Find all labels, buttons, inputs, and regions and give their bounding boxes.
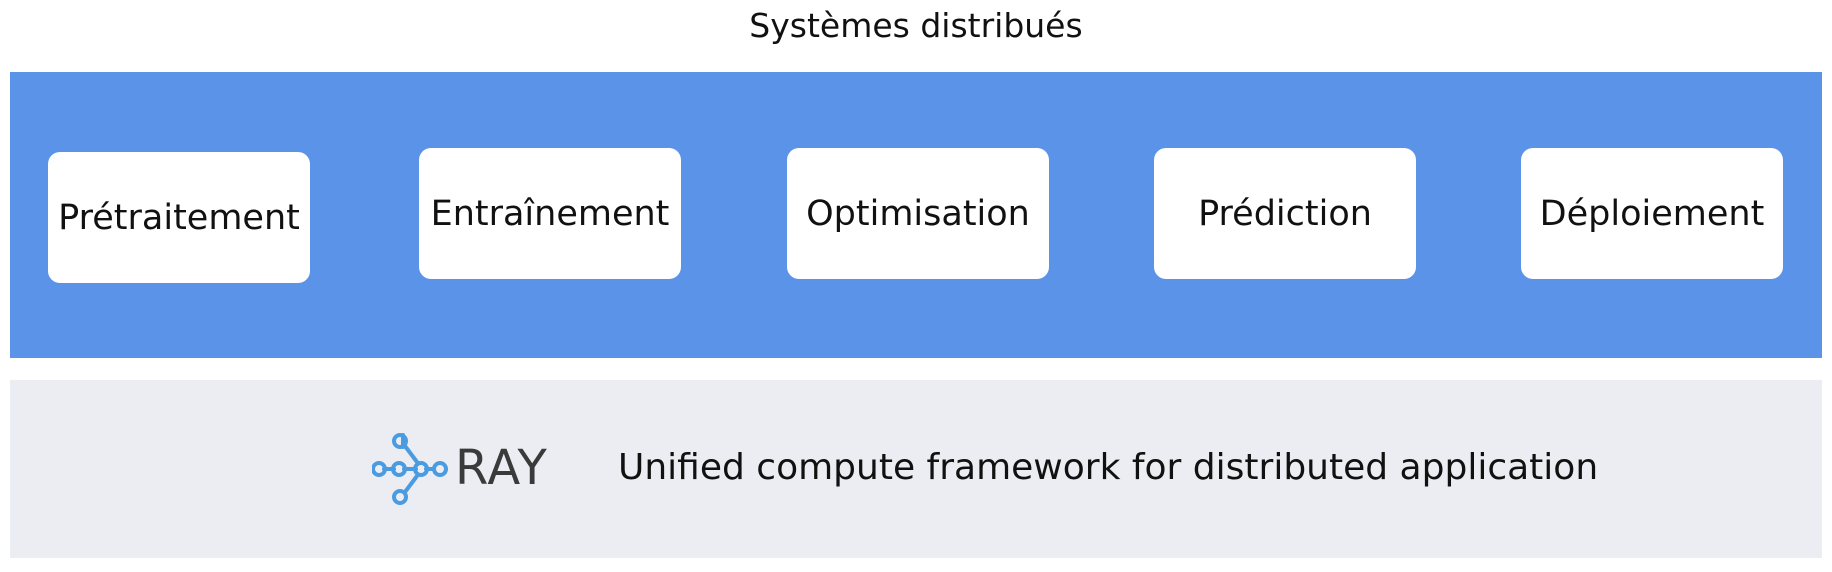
ray-network-icon: [372, 433, 448, 505]
framework-layer: [10, 380, 1822, 558]
framework-tagline: Unified compute framework for distribute…: [618, 447, 1599, 488]
stage-preprocessing: Prétraitement: [48, 152, 310, 283]
diagram-title: Systèmes distribués: [749, 6, 1083, 45]
stage-prediction: Prédiction: [1154, 148, 1416, 279]
stage-deployment: Déploiement: [1521, 148, 1783, 279]
stage-optimization: Optimisation: [787, 148, 1049, 279]
ray-wordmark: RAY: [455, 440, 548, 496]
stage-training: Entraînement: [419, 148, 681, 279]
